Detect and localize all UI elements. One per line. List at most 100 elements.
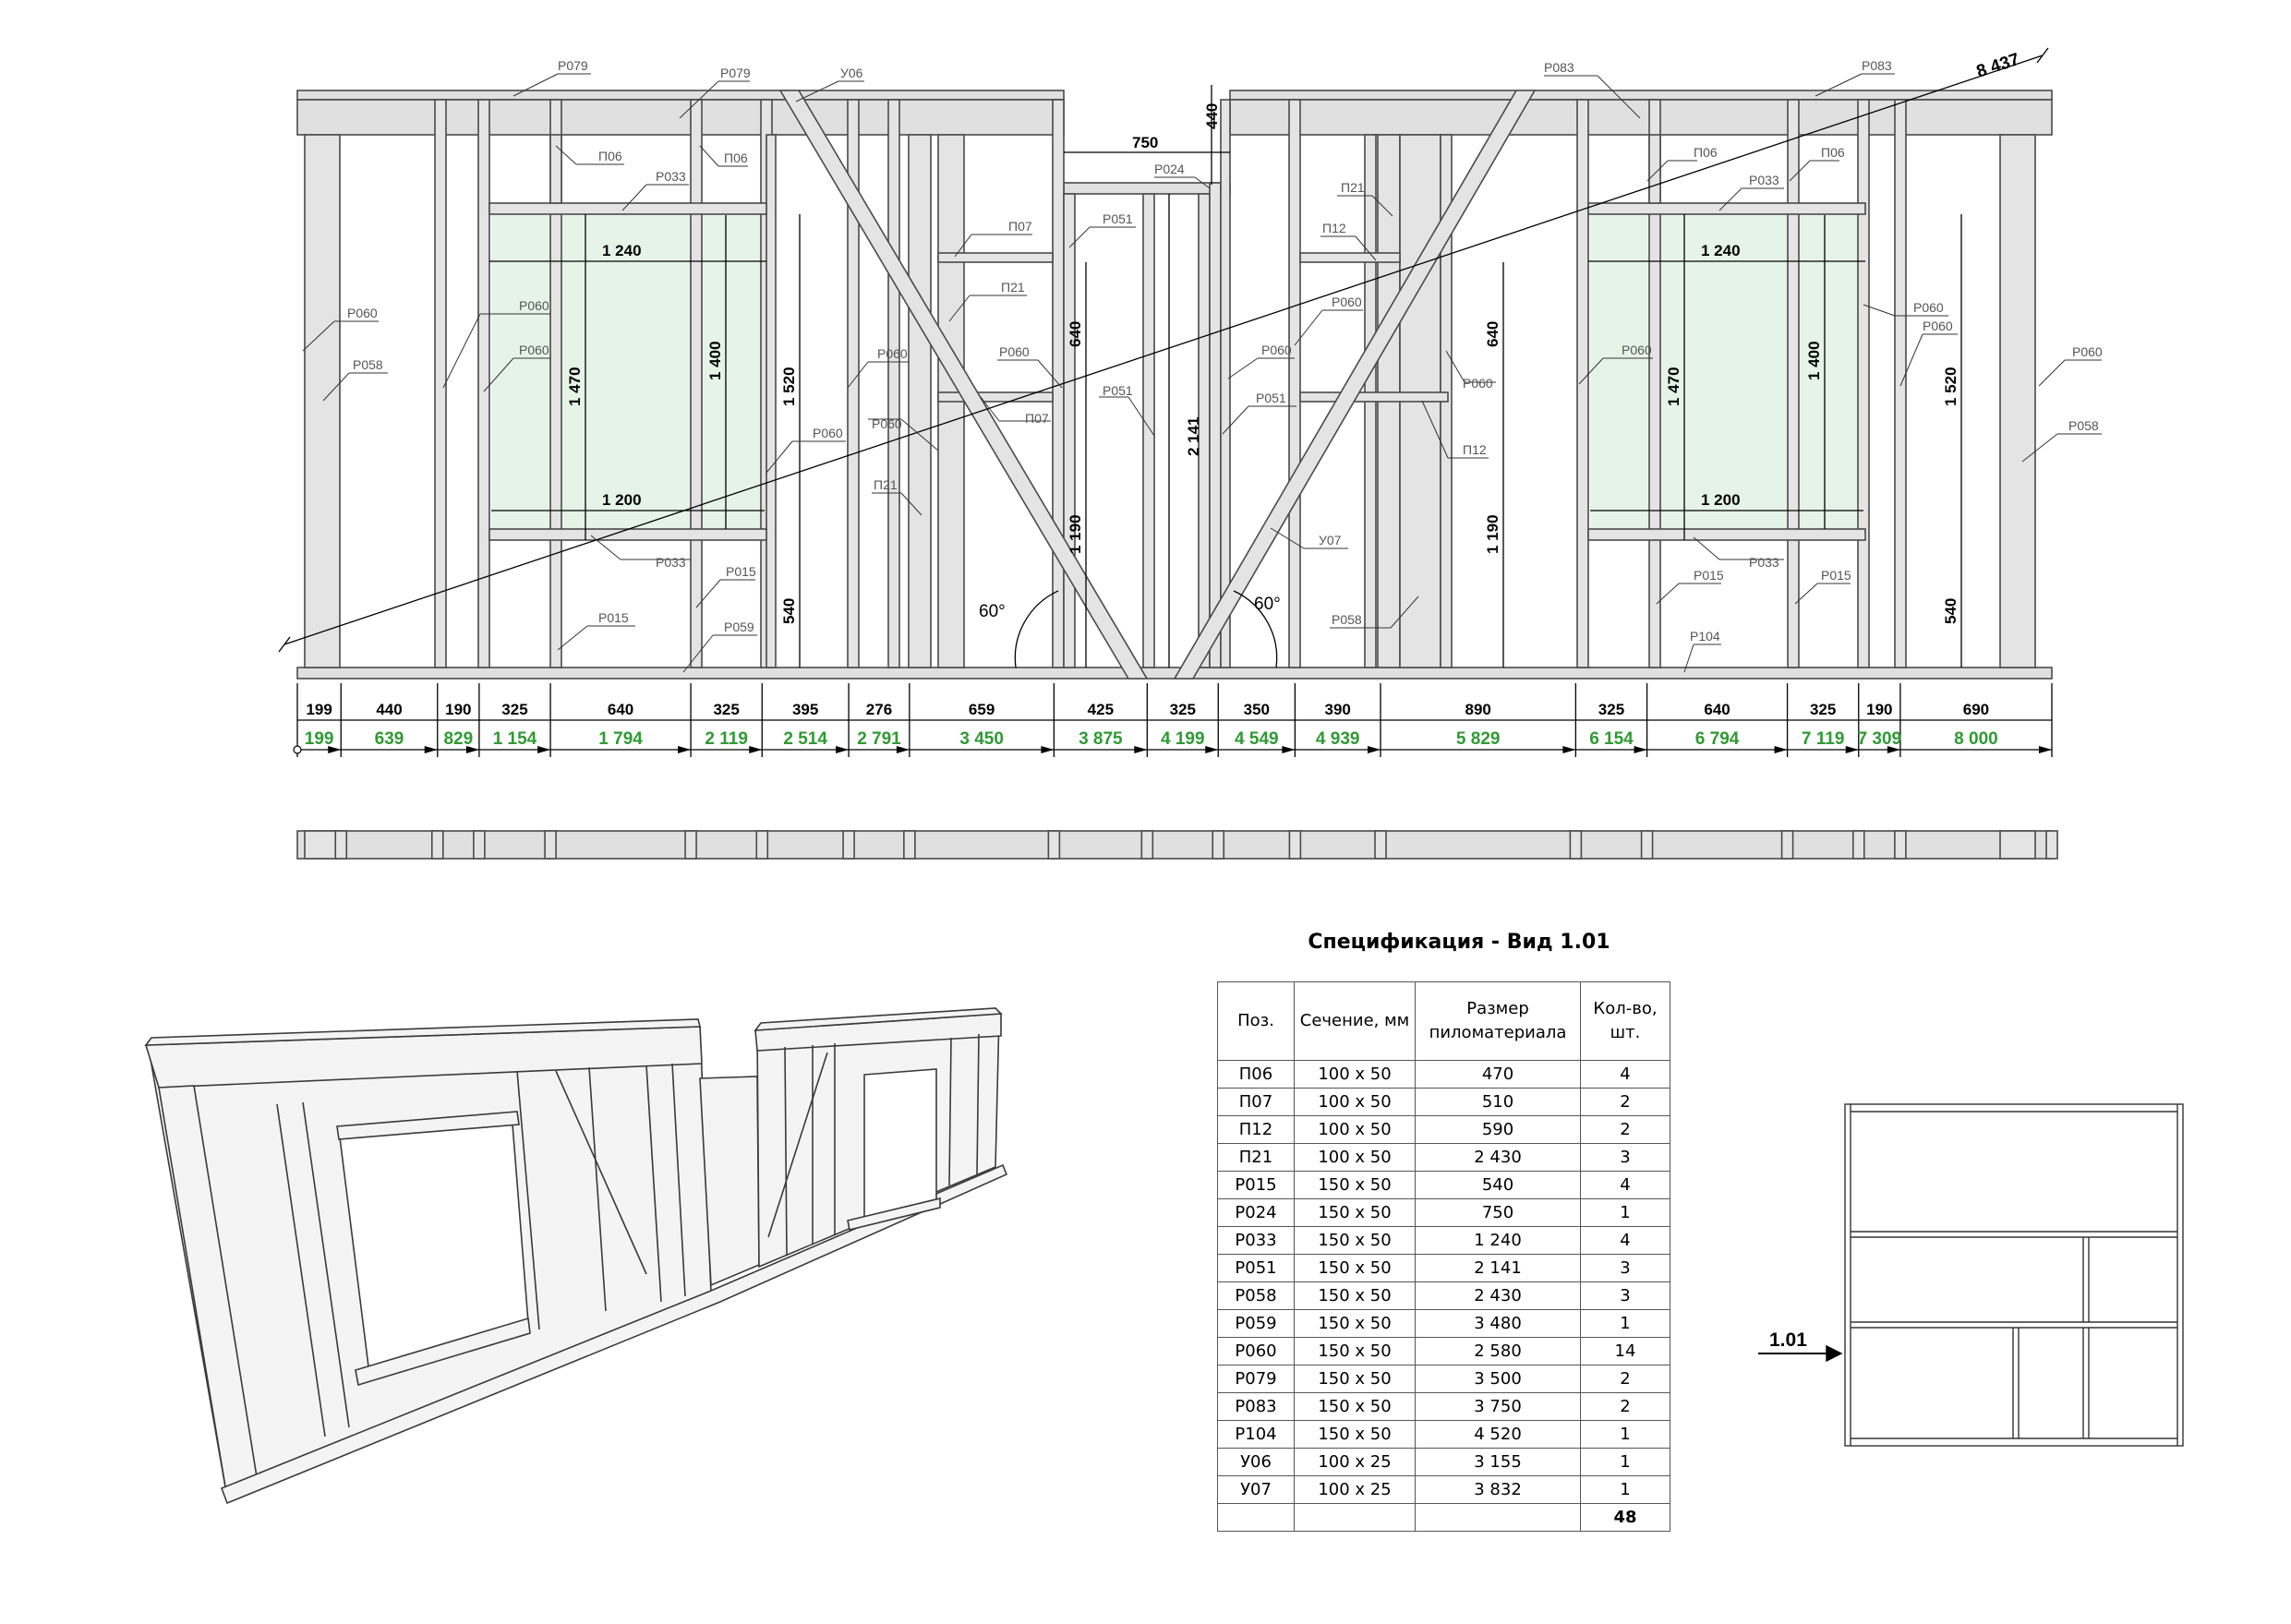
stud <box>690 99 703 668</box>
dim-arrow <box>1134 746 1148 753</box>
dim-540-right: 540 <box>1942 598 1959 624</box>
label-p058: Р058 <box>1332 612 1362 627</box>
table-cell: 1 <box>1580 1475 1670 1504</box>
plan-stud <box>304 830 341 860</box>
top-beam-right <box>1229 99 2053 136</box>
dim-cumulative: 4 939 <box>1316 729 1360 749</box>
dim-window-height-inner-right: 1 400 <box>1805 341 1823 380</box>
table-cell: 150 x 50 <box>1294 1309 1416 1338</box>
dim-cumulative: 7 309 <box>1858 729 1902 749</box>
leader <box>847 361 869 389</box>
plan-stud <box>544 830 557 860</box>
dim-1190-door: 1 190 <box>1067 514 1084 554</box>
plan-strip <box>296 830 2058 860</box>
table-cell: 3 480 <box>1415 1309 1581 1338</box>
stud <box>1142 193 1155 668</box>
dim-cumulative: 1 154 <box>493 729 537 749</box>
stud <box>1894 99 1907 668</box>
stud <box>1787 99 1800 668</box>
table-cell: 100 x 25 <box>1294 1475 1416 1504</box>
label-p060: Р060 <box>1332 295 1362 309</box>
label-p033: Р033 <box>1749 555 1779 570</box>
angle-arc-right <box>1233 590 1278 668</box>
iso-sill-left <box>355 1317 531 1387</box>
table-cell: 540 <box>1415 1171 1581 1199</box>
dim-cumulative: 4 199 <box>1161 729 1205 749</box>
plan-stud <box>2045 830 2058 860</box>
table-cell: 2 <box>1580 1115 1670 1144</box>
dim-cumulative: 639 <box>375 729 404 749</box>
dim-arrow <box>1887 746 1900 753</box>
iso-window-right <box>863 1068 937 1226</box>
label-p21: П21 <box>1001 280 1025 295</box>
diagonal-dimension-line <box>283 54 2044 645</box>
table-cell: 4 <box>1580 1171 1670 1199</box>
dim-window-width-top-left: 1 240 <box>602 242 642 259</box>
noggin <box>1299 252 1401 263</box>
dim-cumulative: 199 <box>305 729 334 749</box>
dim-cumulative: 4 549 <box>1235 729 1279 749</box>
table-cell: 510 <box>1415 1088 1581 1116</box>
dim-cumulative: 3 450 <box>959 729 1004 749</box>
leader <box>900 418 939 451</box>
label-p051: Р051 <box>1103 211 1133 226</box>
plan-stud <box>473 830 486 860</box>
dim-arrow <box>1041 746 1055 753</box>
dim-cumulative: 1 794 <box>598 729 643 749</box>
studs <box>304 99 2036 668</box>
spec-title: Спецификация - Вид 1.01 <box>1308 931 1610 954</box>
table-cell: Р058 <box>1217 1281 1295 1310</box>
label-p060: Р060 <box>1622 343 1652 357</box>
leader <box>1270 527 1305 549</box>
dim-640-door: 640 <box>1067 321 1084 347</box>
table-cell: 2 <box>1580 1365 1670 1393</box>
table-cell: 2 430 <box>1415 1143 1581 1172</box>
specification-table: Поз. Сечение, мм Размер пиломатериала Ко… <box>1217 981 1670 1532</box>
leader <box>682 634 714 673</box>
leader <box>954 234 972 258</box>
leader <box>1390 595 1419 629</box>
label-p058: Р058 <box>353 357 383 372</box>
stud <box>549 99 562 668</box>
label-p058: Р058 <box>2068 418 2099 433</box>
dim-cumulative: 5 829 <box>1456 729 1501 749</box>
stud <box>887 99 900 668</box>
dim-2141: 2 141 <box>1185 416 1202 456</box>
leader <box>1371 195 1393 217</box>
table-cell <box>1415 1503 1581 1532</box>
table-total: 48 <box>1580 1503 1670 1532</box>
iso-brace <box>767 1052 828 1238</box>
dim-arrow <box>1774 746 1788 753</box>
table-cell: 2 430 <box>1415 1281 1581 1310</box>
label-p104: Р104 <box>1690 629 1720 644</box>
leader <box>1899 333 1923 387</box>
dim-segment: 690 <box>1963 701 1989 718</box>
table-cell: Р033 <box>1217 1226 1295 1255</box>
dim-arrow <box>1205 746 1219 753</box>
label-p060: Р060 <box>519 343 549 357</box>
dim-segment: 325 <box>501 701 527 718</box>
spec-header-pos: Поз. <box>1217 981 1295 1061</box>
dim-640-right: 640 <box>1484 321 1501 347</box>
dim-segment: 190 <box>445 701 471 718</box>
plan-stud <box>1374 830 1387 860</box>
label-p033: Р033 <box>1749 173 1779 187</box>
leader <box>302 320 335 352</box>
dim-arrow <box>1634 746 1647 753</box>
table-cell: Р083 <box>1217 1392 1295 1421</box>
stud <box>434 99 447 668</box>
table-cell: 150 x 50 <box>1294 1365 1416 1393</box>
stud <box>1063 193 1076 668</box>
window-header-left <box>488 202 767 215</box>
label-p060: Р060 <box>519 298 549 313</box>
elevation-view: 8 437 440 750 1 240 1 200 1 470 1 400 1 … <box>278 47 2103 860</box>
leader <box>1693 536 1720 560</box>
table-cell: 100 x 50 <box>1294 1060 1416 1089</box>
leader <box>1718 187 1742 211</box>
dim-1190-right: 1 190 <box>1484 514 1501 554</box>
